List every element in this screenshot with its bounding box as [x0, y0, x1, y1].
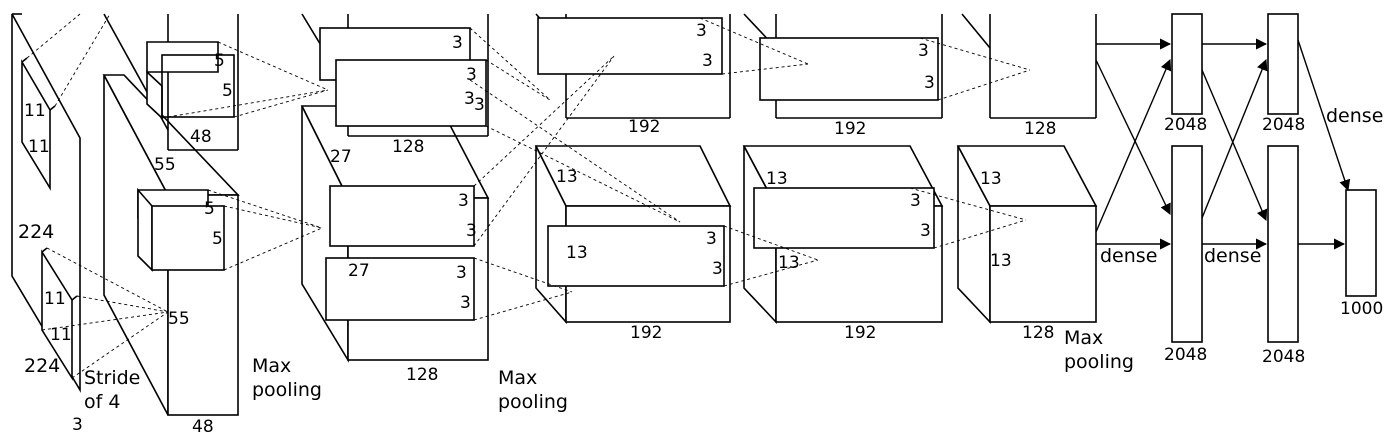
- conv1-size-label: 55: [154, 155, 176, 175]
- kernel-size-label: 3: [924, 73, 935, 93]
- kernel-size-label: 5: [214, 51, 225, 71]
- input-depth-label: 3: [72, 415, 83, 435]
- conv5-volume: [956, 13, 1098, 325]
- input-size-label: 224: [18, 221, 54, 243]
- conv2-volume: [300, 13, 490, 363]
- kernel-size-label: 3: [920, 221, 931, 241]
- receptive-field-lines: [26, 13, 1031, 379]
- input-size-label: 224: [24, 355, 60, 377]
- conv4-size-label: 13: [778, 253, 800, 273]
- kernel-size-label: 3: [466, 221, 477, 241]
- conv1-volume: [102, 13, 240, 416]
- fc-size-label: 2048: [1262, 115, 1305, 135]
- dense-label: dense: [1204, 245, 1261, 267]
- fc-size-label: 2048: [1262, 347, 1305, 367]
- fc1-layer: [1171, 13, 1203, 343]
- conv3-size-label: 13: [566, 243, 588, 263]
- kernel-size-label: 3: [910, 191, 921, 211]
- kernel-size-label: 5: [212, 229, 223, 249]
- kernel-size-label: 3: [458, 191, 469, 211]
- kernel-size-label: 3: [466, 65, 477, 85]
- conv1-depth-label: 48: [192, 417, 214, 437]
- kernel-size-label: 5: [204, 199, 215, 219]
- output-layer: [1345, 189, 1377, 297]
- fc-size-label: 2048: [1164, 115, 1207, 135]
- conv2-size-label: 27: [348, 261, 370, 281]
- conv3-depth-label: 192: [630, 323, 662, 343]
- dense-label: dense: [1326, 105, 1383, 127]
- kernel-size-label: 3: [456, 263, 467, 283]
- kernel-size-label: 5: [222, 81, 233, 101]
- kernel-size-label: 11: [28, 137, 50, 157]
- kernel-size-label: 3: [474, 95, 485, 115]
- input-volume: [11, 13, 81, 393]
- conv3-size-label: 13: [556, 167, 578, 187]
- kernel-size-label: 3: [702, 51, 713, 71]
- dense-connection-arrows: [1095, 38, 1351, 250]
- kernel-size-label: 3: [696, 21, 707, 41]
- kernel-size-label: 3: [464, 89, 475, 109]
- conv4-volume: [742, 13, 944, 325]
- conv4-depth-label: 192: [834, 119, 866, 139]
- kernel-size-label: 3: [706, 229, 717, 249]
- fc-size-label: 2048: [1164, 345, 1207, 365]
- conv1-size-label: 55: [168, 309, 190, 329]
- conv4-size-label: 13: [766, 169, 788, 189]
- conv5-depth-label: 128: [1022, 323, 1054, 343]
- kernel-size-label: 11: [50, 325, 72, 345]
- kernel-size-label: 3: [918, 41, 929, 61]
- dense-label: dense: [1100, 245, 1157, 267]
- conv5-size-label: 13: [980, 169, 1002, 189]
- conv5-size-label: 13: [990, 251, 1012, 271]
- conv2-depth-label: 128: [392, 137, 424, 157]
- conv2-size-label: 27: [330, 147, 352, 167]
- kernel-size-label: 3: [460, 293, 471, 313]
- kernel-size-label: 3: [712, 259, 723, 279]
- conv3-volume: [534, 13, 732, 325]
- conv3-depth-label: 192: [628, 117, 660, 137]
- kernel-size-label: 11: [24, 101, 46, 121]
- fc2-layer: [1267, 13, 1299, 343]
- kernel-size-label: 3: [452, 33, 463, 53]
- conv2-depth-label: 128: [406, 365, 438, 385]
- kernel-size-label: 11: [44, 289, 66, 309]
- output-size-label: 1000: [1340, 299, 1383, 319]
- conv4-depth-label: 192: [844, 323, 876, 343]
- conv1-depth-label: 48: [190, 127, 212, 147]
- conv5-depth-label: 128: [1024, 119, 1056, 139]
